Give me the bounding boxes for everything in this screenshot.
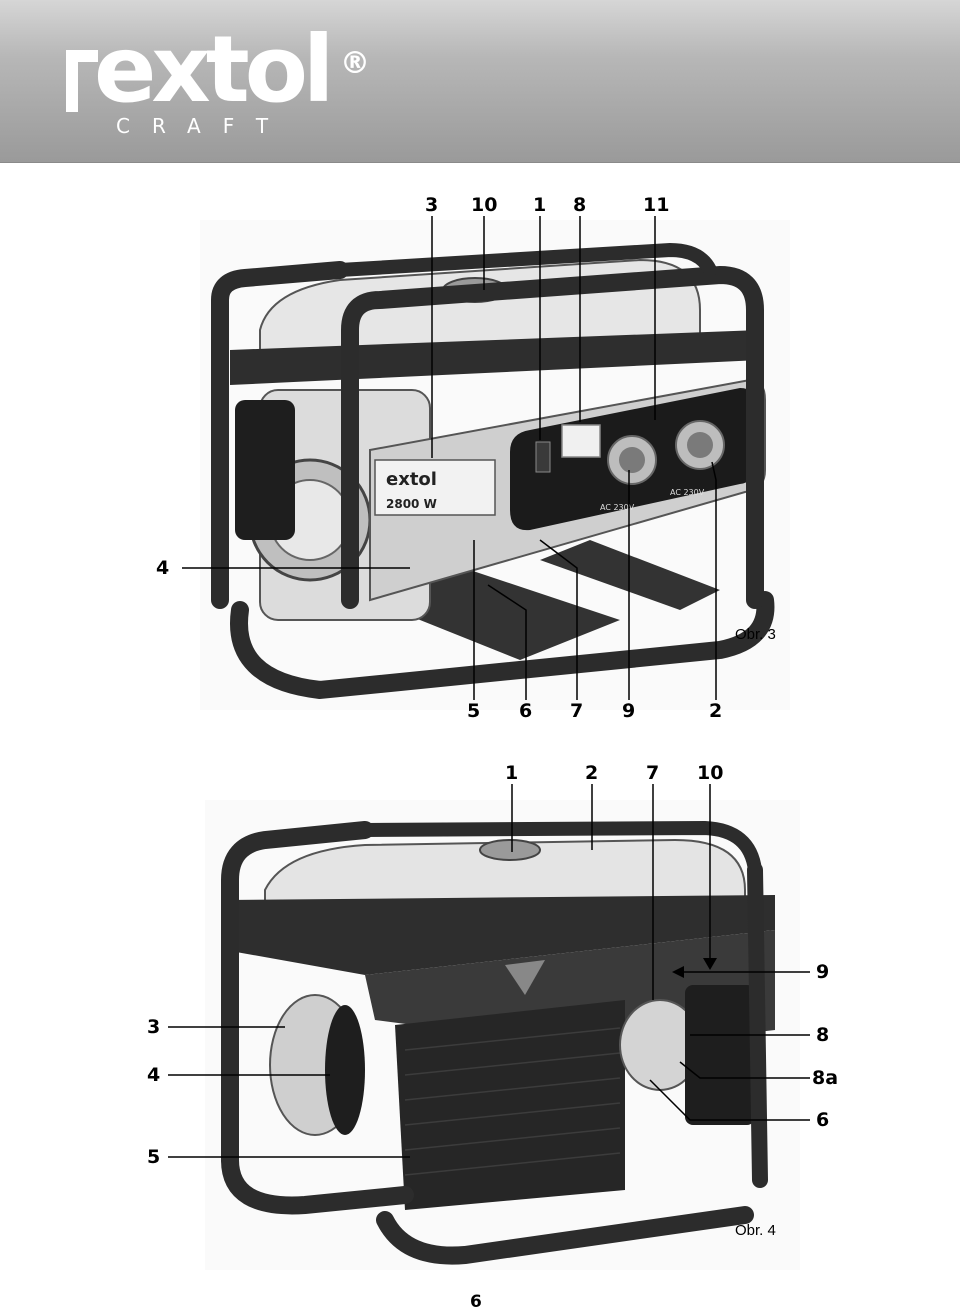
fig3-callout-3: 3 (425, 194, 439, 216)
panel-brand-text: extol (386, 469, 437, 490)
panel-socket-label-2: AC 230V (670, 488, 705, 497)
figure3-leader-lines (182, 216, 717, 700)
fig4-callout-1: 1 (505, 762, 519, 784)
fig3-callout-4: 4 (156, 557, 170, 579)
fig4-callout-2: 2 (585, 762, 599, 784)
fig4-callout-7: 7 (646, 762, 660, 784)
panel-power-text: 2800 W (386, 497, 437, 511)
fig4-callout-6: 6 (816, 1109, 830, 1131)
extol-logo: extol ® CRAFT (60, 16, 370, 138)
fig4-callout-5: 5 (147, 1146, 161, 1168)
fig4-callout-4: 4 (147, 1064, 161, 1086)
fig3-callout-8: 8 (573, 194, 587, 216)
fig3-callout-9: 9 (622, 700, 636, 722)
panel-socket-label-1: AC 230V (600, 503, 635, 512)
page-number: 6 (470, 1292, 482, 1312)
figure3-generator-illustration: extol 2800 W AC 230V AC 230V (200, 220, 790, 710)
logo-registered-mark: ® (340, 46, 370, 81)
fig3-callout-1: 1 (533, 194, 547, 216)
logo-bracket-mark (66, 50, 98, 112)
fig3-callout-7: 7 (570, 700, 584, 722)
fig3-callout-5: 5 (467, 700, 481, 722)
fig4-callout-9: 9 (816, 961, 830, 983)
fig3-callout-2: 2 (709, 700, 723, 722)
logo-subtitle: CRAFT (116, 114, 291, 138)
fig4-callout-8a: 8a (812, 1067, 839, 1089)
fig4-callout-10: 10 (697, 762, 724, 784)
page-header: extol ® CRAFT (0, 0, 960, 163)
logo-wordmark: extol (94, 16, 334, 123)
fig4-callout-3: 3 (147, 1016, 161, 1038)
fig3-callout-10: 10 (471, 194, 498, 216)
fig3-callout-11: 11 (643, 194, 670, 216)
fig3-callout-6: 6 (519, 700, 533, 722)
figure4-leader-lines (168, 784, 810, 1158)
figure3-caption: Obr. 3 (735, 626, 776, 643)
figure4-caption: Obr. 4 (735, 1222, 776, 1239)
fig4-callout-8: 8 (816, 1024, 830, 1046)
